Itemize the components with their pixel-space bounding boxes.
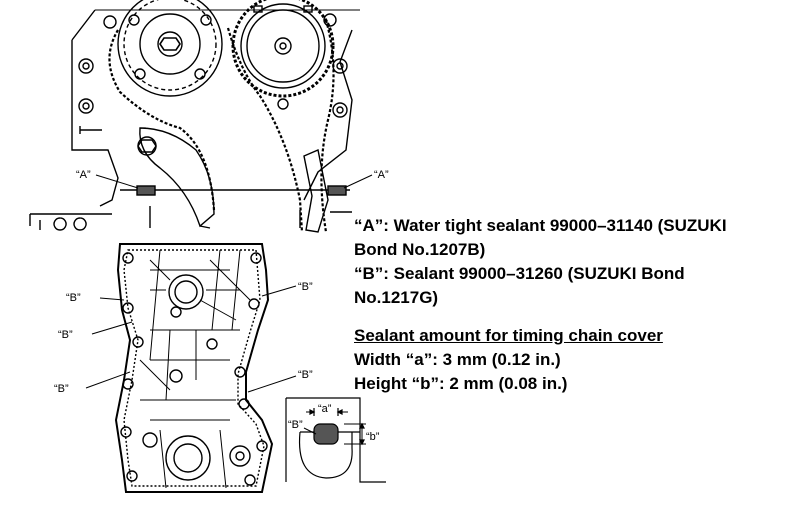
- callout-b-left-2: “B”: [58, 329, 73, 341]
- dimension-b-label: “b”: [366, 431, 380, 443]
- callout-a-left: “A”: [76, 169, 91, 181]
- callout-b-left-1: “B”: [66, 292, 81, 304]
- sealant-notes: “A”: Water tight sealant 99000–31140 (SU…: [354, 214, 794, 396]
- callout-b-detail: “B”: [288, 419, 303, 431]
- cover-bolt-holes: [120, 252, 268, 486]
- sealant-bead-detail: [285, 397, 386, 483]
- intake-cam-sprocket: [117, 0, 223, 97]
- engine-top-view: [29, 0, 373, 233]
- timing-chain: [108, 19, 335, 233]
- note-a-line-1: “A”: Water tight sealant 99000–31140 (SU…: [354, 216, 727, 235]
- callout-b-right-2: “B”: [298, 369, 313, 381]
- sealant-point-a-right: [327, 185, 347, 196]
- sealant-height-spec: Height “b”: 2 mm (0.08 in.): [354, 374, 568, 393]
- sealant-point-a-left: [136, 185, 156, 196]
- dimension-a-label: “a”: [318, 403, 332, 415]
- callout-b-left-3: “B”: [54, 383, 69, 395]
- callout-a-right: “A”: [374, 169, 389, 181]
- note-b-line-1: “B”: Sealant 99000–31260 (SUZUKI Bond: [354, 264, 685, 283]
- note-a-line-2: Bond No.1207B): [354, 240, 486, 259]
- sealant-bead: [313, 423, 339, 445]
- callout-b-right-1: “B”: [298, 281, 313, 293]
- sealant-width-spec: Width “a”: 3 mm (0.12 in.): [354, 350, 561, 369]
- exhaust-cam-sprocket: [231, 0, 335, 110]
- chain-tensioner: [137, 127, 215, 228]
- note-b-line-2: No.1217G): [354, 288, 439, 307]
- timing-chain-cover: [85, 243, 297, 493]
- sealant-amount-heading: Sealant amount for timing chain cover: [354, 326, 663, 345]
